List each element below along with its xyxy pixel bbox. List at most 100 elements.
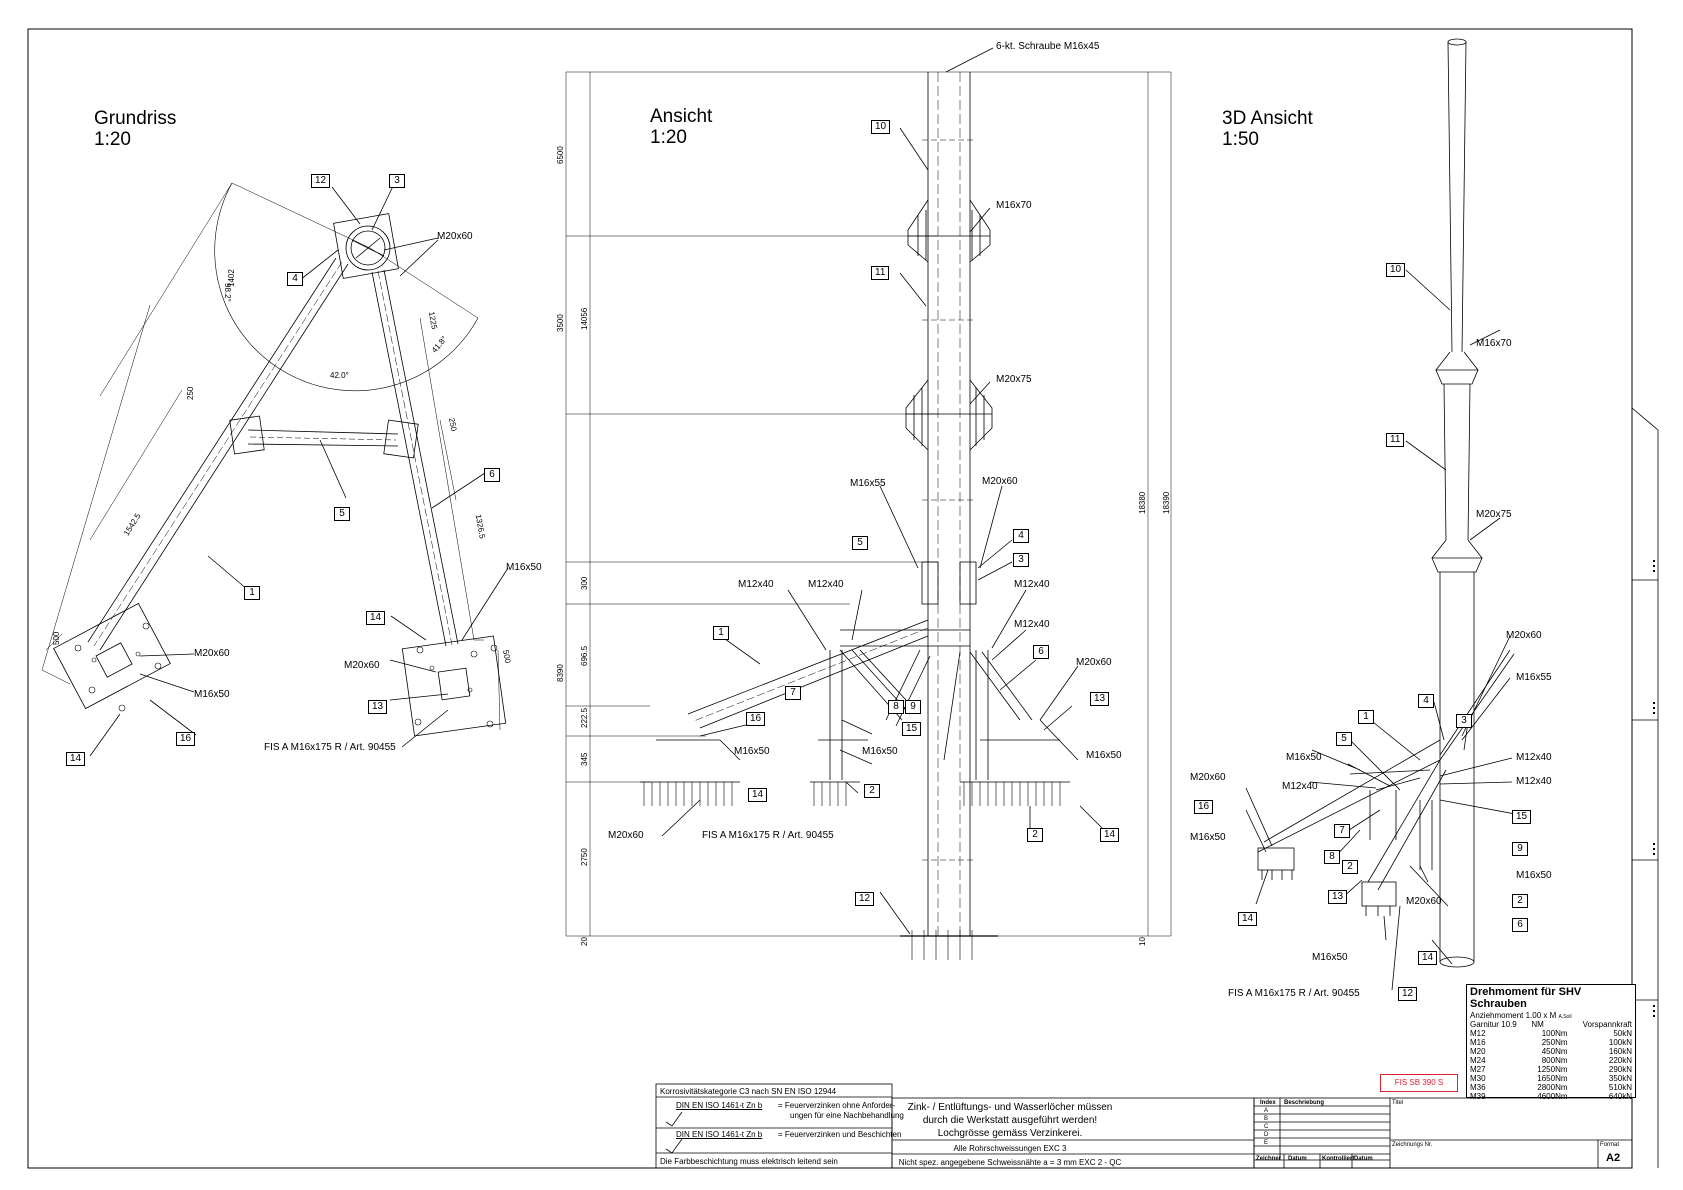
bolt-label: M12x40	[1014, 579, 1050, 590]
anchor-label: FIS A M16x175 R / Art. 90455	[1228, 988, 1360, 999]
item-number: 4	[287, 272, 303, 286]
checked-label: Kontrolliert	[1322, 1156, 1355, 1162]
bolt-label: M16x50	[1516, 870, 1552, 881]
item-number: 11	[1386, 433, 1405, 447]
item-number: 5	[852, 536, 868, 550]
bolt-label: M20x60	[194, 648, 230, 659]
bolt-label: M12x40	[738, 579, 774, 590]
item-number: 2	[1512, 894, 1528, 908]
torque-cell-size: M24	[1470, 1056, 1486, 1065]
dim-label: 300	[580, 576, 589, 590]
anchor-label: FIS A M16x175 R / Art. 90455	[264, 742, 396, 753]
iso-view	[1245, 38, 1527, 991]
bolt-label: M12x40	[808, 579, 844, 590]
torque-cell-nm: 2800Nm	[1537, 1083, 1568, 1092]
bolt-label: M12x40	[1516, 752, 1552, 763]
item-number: 5	[334, 507, 350, 521]
item-number: 5	[1336, 732, 1352, 746]
torque-subtitle-index: A,Soll	[1558, 1014, 1572, 1020]
iso-scale: 1:50	[1222, 129, 1259, 150]
item-number: 3	[389, 174, 405, 188]
plan-view-title: Grundriss 1:20	[94, 108, 176, 150]
bolt-label: 6-kt. Schraube M16x45	[996, 41, 1100, 52]
bolt-label: M20x60	[1076, 657, 1112, 668]
item-number: 7	[785, 686, 801, 700]
bolt-label: M16x50	[734, 746, 770, 757]
item-number: 1	[713, 626, 729, 640]
dim-label: 8390	[556, 664, 565, 682]
dim-label: 500	[52, 631, 61, 645]
item-number: 15	[902, 722, 922, 736]
torque-cell-size: M36	[1470, 1083, 1486, 1092]
torque-cell-kn: 100kN	[1608, 1038, 1632, 1047]
dim-label: 2750	[580, 848, 589, 866]
iso-title-line1: 3D Ansicht	[1222, 108, 1313, 129]
dim-label: 6500	[556, 146, 565, 164]
torque-table: Drehmoment für SHV Schrauben Anziehmomen…	[1466, 984, 1636, 1101]
dim-label: 3500	[556, 314, 565, 332]
torque-cell-size: M30	[1470, 1074, 1486, 1083]
item-number: 16	[176, 732, 196, 746]
dim-label: 42.0°	[330, 371, 349, 380]
torque-cell-kn: 640kN	[1608, 1092, 1632, 1101]
bolt-label: M16x55	[1516, 672, 1552, 683]
item-number: 12	[311, 174, 331, 188]
revision-index: D	[1264, 1132, 1269, 1138]
format-label: Format	[1600, 1142, 1620, 1148]
plan-view	[41, 179, 509, 757]
title-block-lines	[655, 1083, 1633, 1169]
galv-text-1b: ungen für eine Nachbehandlung	[790, 1111, 904, 1120]
item-number: 14	[366, 611, 386, 625]
weld-note: Nicht spez. angegebene Schweissnähte a =…	[898, 1158, 1122, 1167]
item-number: 8	[888, 700, 904, 714]
dim-label: 98.2°	[223, 283, 232, 302]
bolt-label: M20x60	[608, 830, 644, 841]
rev-desc-header: Beschriebung	[1284, 1100, 1325, 1106]
bolt-label: M12x40	[1014, 619, 1050, 630]
item-number: 1	[244, 586, 260, 600]
torque-col-nm: NM	[1531, 1020, 1544, 1029]
sheet-frame	[27, 28, 1633, 1169]
dim-label: 18390	[1162, 491, 1171, 514]
torque-cell-size: M12	[1470, 1029, 1486, 1038]
item-number: 1	[1358, 710, 1374, 724]
iso-view-title: 3D Ansicht 1:50	[1222, 108, 1313, 150]
bolt-label: M16x50	[1312, 952, 1348, 963]
bolt-label: M20x75	[1476, 509, 1512, 520]
date-label: Datum	[1288, 1156, 1307, 1162]
item-number: 15	[1512, 810, 1532, 824]
torque-header-row: Garnitur 10.9 NM Vorspannkraft	[1467, 1020, 1635, 1029]
coating-note: Die Farbbeschichtung muss elektrisch lei…	[660, 1157, 838, 1166]
workshop-note-line3: Lochgrösse gemäss Verzinkerei.	[937, 1128, 1083, 1139]
drawing-no-label: Zeichnungs Nr.	[1392, 1142, 1433, 1148]
item-number: 12	[1398, 987, 1418, 1001]
item-number: 14	[1418, 951, 1438, 965]
bolt-label: M16x50	[862, 746, 898, 757]
item-number: 14	[748, 788, 768, 802]
bolt-label: M20x60	[1190, 772, 1226, 783]
weld-exc: Alle Rohrschweissungen EXC 3	[953, 1144, 1067, 1153]
item-number: 6	[484, 468, 500, 482]
item-number: 8	[1324, 850, 1340, 864]
bolt-label: M12x40	[1516, 776, 1552, 787]
torque-cell-kn: 160kN	[1608, 1047, 1632, 1056]
torque-cell-nm: 800Nm	[1541, 1056, 1568, 1065]
dim-label: 14056	[580, 307, 589, 330]
date2-label: Datum	[1354, 1156, 1373, 1162]
plan-title-line1: Grundriss	[94, 108, 177, 129]
torque-cell-kn: 290kN	[1608, 1065, 1632, 1074]
torque-col-grade: Garnitur 10.9	[1470, 1020, 1517, 1029]
bolt-label: M20x60	[982, 476, 1018, 487]
dim-label: 250	[186, 386, 195, 400]
workshop-note: Zink- / Entlüftungs- und Wasserlöcher mü…	[892, 1101, 1128, 1140]
item-number: 14	[1100, 828, 1120, 842]
item-number: 16	[1194, 800, 1214, 814]
item-number: 9	[1512, 842, 1528, 856]
elevation-view	[565, 47, 1172, 960]
item-number: 7	[1334, 824, 1350, 838]
